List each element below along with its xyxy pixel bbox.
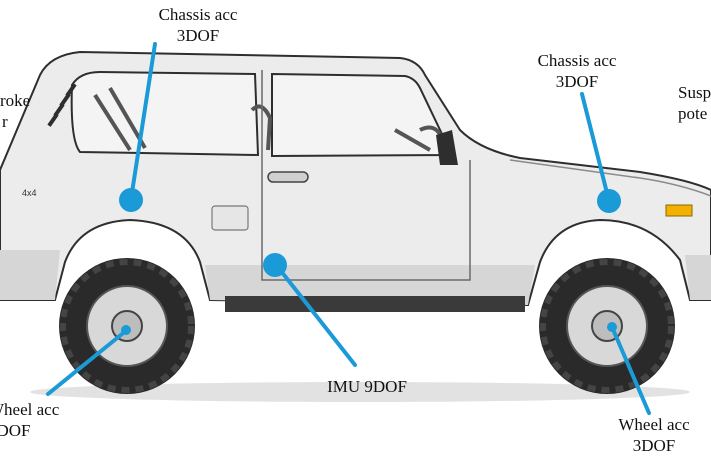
side-sill	[225, 296, 525, 312]
leader-wheel-left	[46, 328, 129, 396]
sensor-chassis-left	[119, 188, 143, 212]
label-chassis-front: Chassis acc 3DOF	[143, 4, 253, 46]
leader-chassis-right	[580, 92, 611, 203]
label-wheel-left: Wheel acc 3DOF	[0, 399, 78, 441]
hood-line	[509, 159, 711, 197]
fuel-cap	[211, 205, 249, 231]
label-line-2: pote	[678, 104, 708, 123]
tire-tread	[540, 259, 674, 393]
label-line-2: 3DOF	[0, 421, 31, 440]
sensor-wheel-left	[121, 325, 131, 335]
label-wheel-right: Wheel acc 3DOF	[606, 414, 702, 456]
wheel-front	[539, 258, 675, 394]
label-line-2: 3DOF	[176, 26, 220, 45]
vehicle-badge: 4x4	[22, 188, 37, 198]
door-handle	[267, 171, 309, 183]
tire-tread	[60, 259, 194, 393]
car-body: 4x4	[0, 50, 711, 312]
label-line-2: 3DOF	[555, 72, 599, 91]
leader-wheel-right	[610, 325, 651, 415]
label-line-1: Susp	[678, 83, 711, 102]
label-line-1: Chassis acc	[158, 5, 238, 24]
rear-window	[70, 70, 260, 157]
leader-imu	[275, 264, 357, 367]
label-line-1: Wheel acc	[0, 400, 60, 419]
sensor-wheel-right	[607, 322, 617, 332]
sensor-imu	[263, 253, 287, 277]
door-seam	[261, 70, 471, 281]
label-line-1: Wheel acc	[618, 415, 690, 434]
lower-shade	[0, 250, 711, 305]
label-stroke-partial: roke r	[0, 90, 40, 132]
leader-chassis-left	[129, 42, 157, 201]
label-line-1: IMU 9DOF	[327, 377, 407, 396]
label-suspension-partial: Susp pote	[678, 82, 711, 124]
label-line-1: roke	[0, 91, 31, 110]
sensor-chassis-right	[597, 189, 621, 213]
side-mirror	[436, 130, 458, 165]
label-imu: IMU 9DOF	[312, 376, 422, 397]
label-line-2: 3DOF	[632, 436, 676, 455]
indicator-light	[665, 204, 693, 217]
ground-shadow	[30, 382, 690, 402]
label-chassis-rear: Chassis acc 3DOF	[522, 50, 632, 92]
leader-lines	[46, 42, 651, 415]
sensor-markers	[119, 188, 621, 335]
label-line-2: r	[2, 112, 8, 131]
vent-slots	[47, 83, 77, 127]
label-line-1: Chassis acc	[537, 51, 617, 70]
